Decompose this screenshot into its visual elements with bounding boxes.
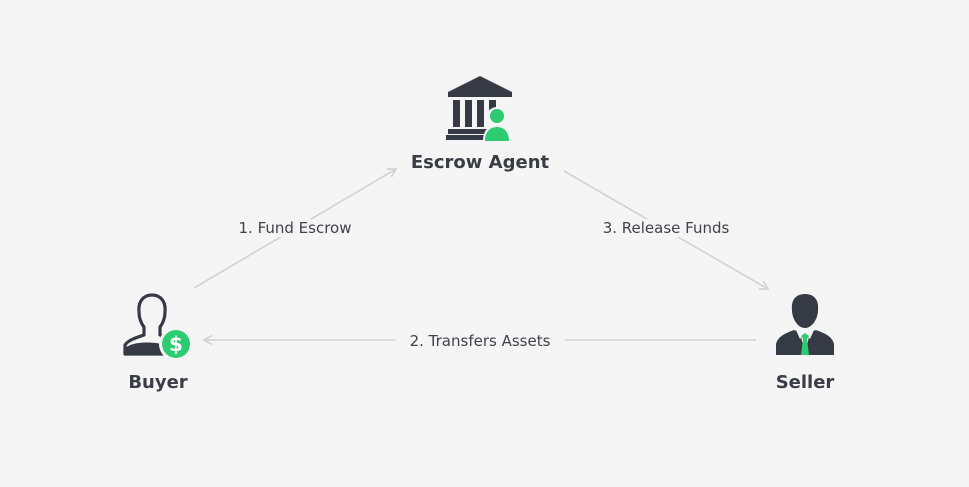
node-label-buyer: Buyer xyxy=(128,372,188,393)
edge-label-transfers-assets: 2. Transfers Assets xyxy=(395,332,565,350)
bank-with-person-icon xyxy=(446,76,512,141)
node-label-escrow-agent: Escrow Agent xyxy=(410,152,550,173)
edge-label-release-funds: 3. Release Funds xyxy=(588,219,744,237)
node-label-seller: Seller xyxy=(775,372,835,393)
svg-text:$: $ xyxy=(169,332,183,356)
edge-label-fund-escrow: 1. Fund Escrow xyxy=(224,219,366,237)
person-with-dollar-icon: $ xyxy=(123,293,193,361)
businessman-icon xyxy=(776,294,834,355)
